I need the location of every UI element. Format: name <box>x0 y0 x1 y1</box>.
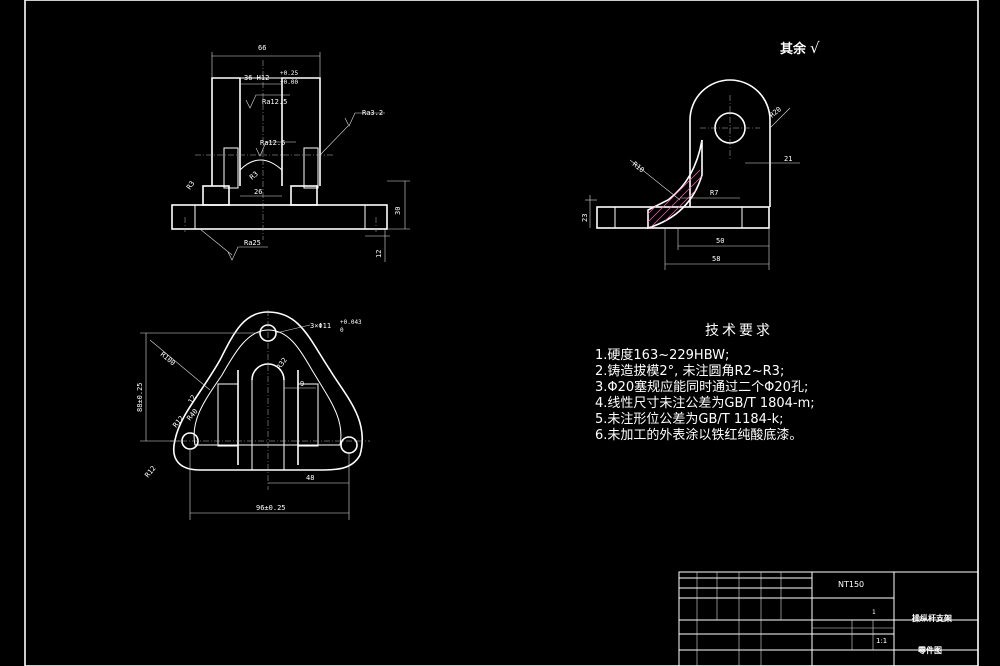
dim-36h12: 36 H12 <box>244 74 269 82</box>
tech-requirement-item: 5.未注形位公差为GB/T 1184-k; <box>595 412 784 427</box>
tech-requirement-item: 1.硬度163~229HBW; <box>595 348 730 363</box>
dim-9: 9 <box>300 380 304 388</box>
dim-3xphi11: 3×Φ11 <box>310 322 331 330</box>
front-view: 66 36 H12 +0.25 +0.00 Ra12.5 Ra3.2 Ra12.… <box>171 44 410 262</box>
dim-23: 23 <box>581 214 589 222</box>
ra-12-5-b: Ra12.5 <box>260 139 285 147</box>
dim-36h12-upper: +0.25 <box>280 70 298 77</box>
dim-12: 12 <box>375 250 383 258</box>
dim-12-top: 12 <box>187 394 198 405</box>
tech-requirement-item: 3.Φ20塞规应能同时通过二个Φ20孔; <box>595 380 809 395</box>
dim-48: 48 <box>306 474 314 482</box>
dim-30: 30 <box>394 207 402 215</box>
sheet-number: 1 <box>872 609 876 616</box>
top-view: 3×Φ11 +0.043 0 R100 R12 R32 9 12 48 96±0… <box>136 310 370 520</box>
dim-r3-b: R3 <box>248 170 260 182</box>
ra-25: Ra25 <box>244 239 261 247</box>
dim-r7: R7 <box>710 189 718 197</box>
dim-88: 88±0.25 <box>136 382 144 412</box>
scale-value: 1:1 <box>876 637 888 645</box>
ra-3-2: Ra3.2 <box>362 109 383 117</box>
ra-12-5-a: Ra12.5 <box>262 98 287 106</box>
tech-requirement-item: 4.线性尺寸未注公差为GB/T 1804-m; <box>595 396 815 411</box>
dim-21: 21 <box>784 155 792 163</box>
dim-36h12-lower: +0.00 <box>280 79 298 86</box>
title-block <box>678 571 979 666</box>
tech-requirement-item: 6.未加工的外表涂以铁红纯酸底漆。 <box>595 428 803 443</box>
dim-3xphi11-lower: 0 <box>340 327 344 334</box>
drawing-frame <box>24 0 979 666</box>
material-label: NT150 <box>838 580 865 589</box>
dim-3xphi11-upper: +0.043 <box>340 319 362 326</box>
tech-requirements: 技术要求 1.硬度163~229HBW; 2.铸造拔模2°, 未注圆角R2~R3… <box>595 320 815 444</box>
dim-58: 58 <box>712 255 720 263</box>
dim-r12-a: R12 <box>143 464 157 479</box>
side-view: R20 21 R10 R7 23 50 58 <box>581 79 800 270</box>
dim-26: 26 <box>254 188 262 196</box>
dim-r10: R10 <box>631 160 646 174</box>
tech-requirement-item: 2.铸造拔模2°, 未注圆角R2~R3; <box>595 364 785 379</box>
dim-r100: R100 <box>159 350 177 367</box>
roughness-label: 其余 <box>780 42 807 57</box>
part-name: 操纵杆支架 <box>912 614 952 623</box>
drawing-type: 零件图 <box>918 646 942 655</box>
default-roughness-note: 其余√ <box>780 38 820 57</box>
dim-r3-a: R3 <box>185 180 196 192</box>
roughness-check-icon: √ <box>810 39 820 57</box>
dim-r32: R32 <box>275 356 289 371</box>
tech-requirements-title: 技术要求 <box>705 323 773 339</box>
dim-50: 50 <box>716 237 724 245</box>
dim-66: 66 <box>258 44 266 52</box>
dim-96: 96±0.25 <box>256 504 286 512</box>
